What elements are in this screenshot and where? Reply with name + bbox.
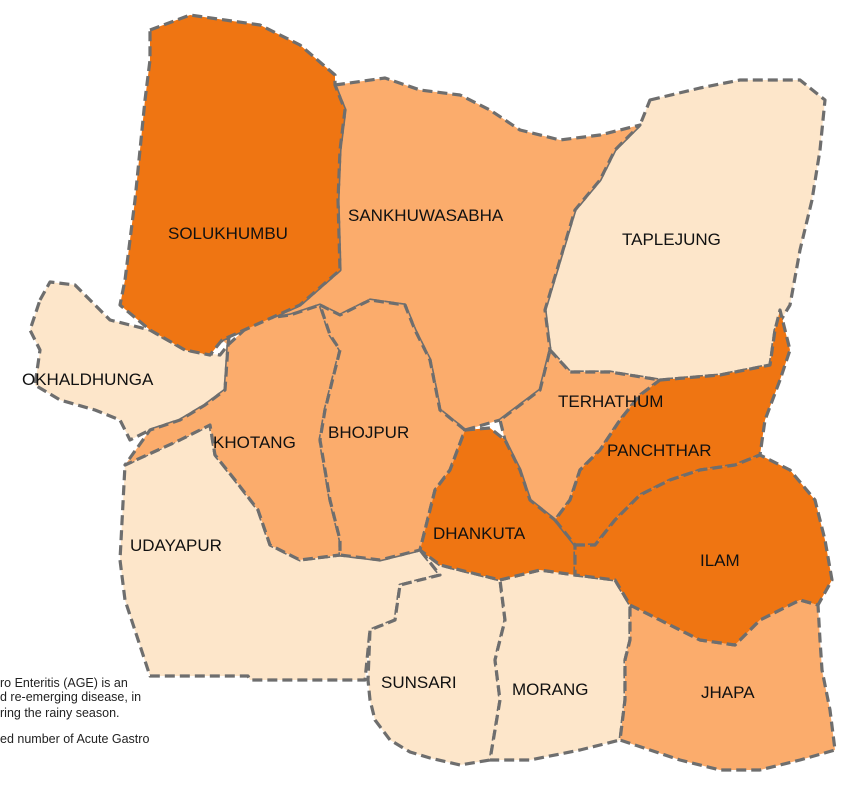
caption-line-2: d re-emerging disease, in xyxy=(0,690,142,704)
label-dhankuta: DHANKUTA xyxy=(433,524,526,543)
label-terhathum: TERHATHUM xyxy=(558,392,663,411)
caption-line-1: ro Enteritis (AGE) is an xyxy=(0,676,128,690)
label-panchthar: PANCHTHAR xyxy=(607,441,712,460)
caption-paragraph-1: ro Enteritis (AGE) is an d re-emerging d… xyxy=(0,676,141,704)
district-morang[interactable] xyxy=(488,568,632,762)
label-okhaldhunga: OKHALDHUNGA xyxy=(22,370,154,389)
label-morang: MORANG xyxy=(512,680,589,699)
district-dhankuta[interactable] xyxy=(418,426,577,582)
district-solukhumbu[interactable] xyxy=(118,13,347,357)
label-ilam: ILAM xyxy=(700,551,740,570)
label-bhojpur: BHOJPUR xyxy=(328,423,409,442)
district-ilam[interactable] xyxy=(573,453,834,647)
label-khotang: KHOTANG xyxy=(213,433,296,452)
district-okhaldhunga[interactable] xyxy=(28,280,230,442)
district-khotang[interactable] xyxy=(123,303,342,562)
label-jhapa: JHAPA xyxy=(701,683,755,702)
caption-line-4: ed number of Acute Gastro xyxy=(0,732,150,746)
label-sankhuwasabha: SANKHUWASABHA xyxy=(348,206,504,225)
label-sunsari: SUNSARI xyxy=(381,673,457,692)
label-solukhumbu: SOLUKHUMBU xyxy=(168,224,288,243)
label-taplejung: TAPLEJUNG xyxy=(622,230,721,249)
caption-line-3: ring the rainy season. xyxy=(0,706,120,720)
label-udayapur: UDAYAPUR xyxy=(130,536,222,555)
